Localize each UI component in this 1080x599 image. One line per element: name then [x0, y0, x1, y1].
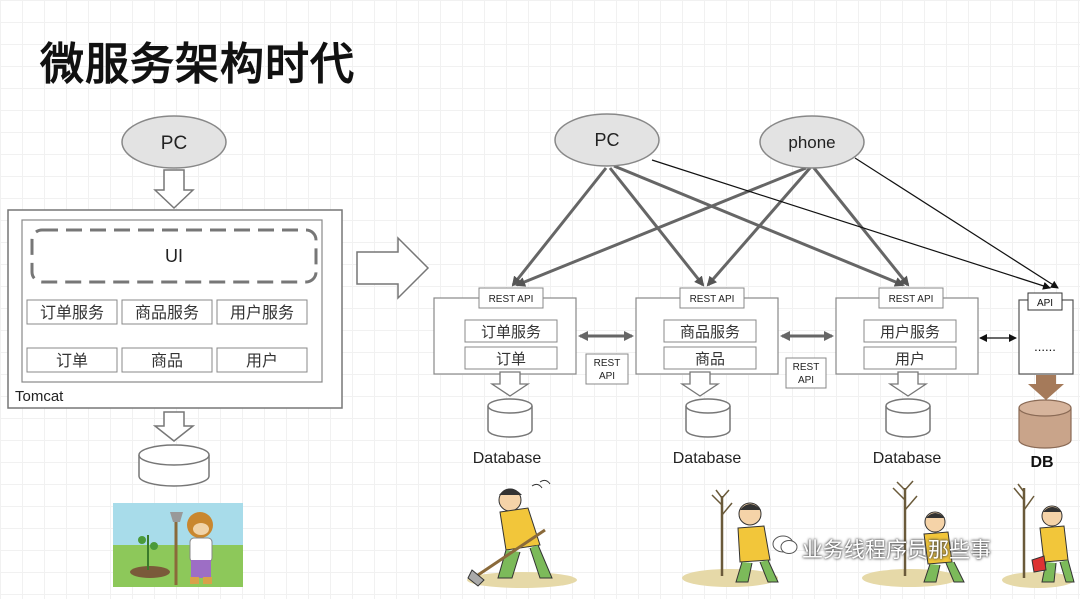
monolith-service-box [121, 299, 213, 325]
cartoon-monkey-planting-illustration [113, 503, 243, 587]
external-api-arrows [651, 157, 1059, 290]
external-db-label: DB [1030, 454, 1053, 471]
database-label: Database [473, 450, 542, 467]
service-node-product: REST API 商品服务 商品 Database [635, 287, 779, 467]
database-icon [885, 398, 931, 438]
tomcat-label: Tomcat [15, 388, 64, 405]
watermark: 业务线程序员那些事 [772, 534, 991, 564]
ui-layer [30, 228, 318, 284]
module-box [464, 346, 558, 370]
rest-api-link-box [585, 353, 629, 385]
down-arrow-icon [679, 371, 721, 397]
monolith-service-label: 用户服务 [230, 303, 294, 322]
database-icon [1018, 399, 1072, 449]
page-title: 微服务架构时代 [40, 39, 355, 90]
down-arrow-icon [489, 371, 531, 397]
down-arrow-icon [152, 411, 196, 442]
service-label: 用户服务 [880, 323, 940, 341]
database-icon [138, 444, 210, 487]
service-label: 商品服务 [680, 323, 740, 341]
module-label: 用户 [895, 350, 925, 368]
monolith-service-box [26, 299, 118, 325]
service-node-user: REST API 用户服务 用户 Database [835, 287, 979, 467]
cartoon-digging-illustration [467, 479, 577, 588]
module-box [663, 346, 757, 370]
service-box [863, 319, 957, 343]
pc-client-ellipse [121, 115, 227, 169]
service-label: 订单服务 [481, 323, 541, 341]
database-label: Database [873, 450, 942, 467]
down-arrow-icon [887, 371, 929, 397]
rest-api-link-label: API [798, 375, 814, 386]
rest-api-box [878, 287, 944, 309]
pc-client-ellipse [554, 113, 660, 167]
database-label: Database [673, 450, 742, 467]
monolith-service-label: 订单服务 [40, 303, 104, 322]
chat-bubble-icon [772, 535, 798, 562]
external-service-ellipsis: ...... [1034, 339, 1056, 354]
database-icon [487, 398, 533, 438]
rest-api-label: REST API [690, 294, 735, 305]
rest-api-link-label: REST [594, 358, 621, 369]
microservice-architecture: PC phone REST API 订单服务 订单 Database REST … [433, 113, 1074, 471]
monolith-module-box [26, 347, 118, 373]
cartoon-watering-tree-illustration [862, 480, 965, 587]
rest-api-link-label: REST [793, 362, 820, 373]
external-service: API ...... DB [1018, 292, 1074, 471]
rest-api-label: REST API [489, 294, 534, 305]
external-api-box [1027, 292, 1063, 311]
phone-client-label: phone [788, 133, 835, 152]
monolith-module-label: 订单 [56, 351, 88, 370]
pc-client-label: PC [161, 133, 187, 154]
client-request-arrows [511, 164, 910, 287]
rest-api-box [679, 287, 745, 309]
monolith-service-box [216, 299, 308, 325]
monolith-architecture: PC UI 订单服务 商品服务 用户服务 订单 商品 用户 Tomcat [7, 115, 343, 487]
pc-client-label: PC [594, 130, 619, 150]
monolith-module-box [121, 347, 213, 373]
service-box [464, 319, 558, 343]
service-box [663, 319, 757, 343]
cartoon-tree-with-watering-can-illustration [1002, 483, 1075, 588]
monolith-module-box [216, 347, 308, 373]
external-service-box [1018, 299, 1074, 375]
rest-api-box [478, 287, 544, 309]
cartoon-planting-tree-illustration [682, 489, 779, 587]
module-label: 商品 [695, 350, 725, 368]
rest-api-link-box [785, 357, 827, 389]
database-icon [685, 398, 731, 438]
monolith-module-label: 商品 [151, 351, 183, 370]
monolith-module-label: 用户 [246, 351, 278, 370]
phone-client-ellipse [759, 115, 865, 169]
rest-api-link-label: API [599, 371, 615, 382]
transition-arrow-icon [356, 236, 430, 300]
service-node-order: REST API 订单服务 订单 Database [433, 287, 577, 467]
ui-label: UI [165, 246, 183, 266]
module-box [863, 346, 957, 370]
down-arrow-icon [153, 169, 195, 210]
monolith-service-label: 商品服务 [135, 303, 199, 322]
external-api-label: API [1037, 298, 1053, 309]
watermark-text: 业务线程序员那些事 [802, 538, 991, 562]
module-label: 订单 [496, 350, 526, 368]
rest-api-label: REST API [889, 294, 934, 305]
down-arrow-icon [1028, 375, 1064, 400]
